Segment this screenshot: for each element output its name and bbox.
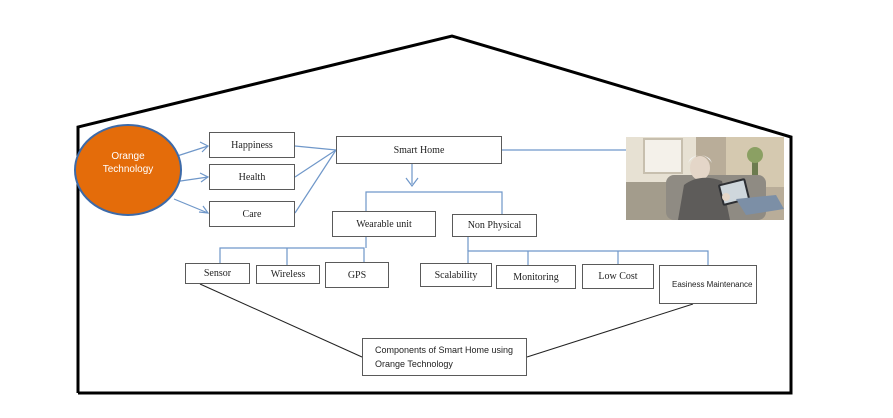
outcome-health: Health — [209, 164, 295, 190]
components-box: Components of Smart Home using Orange Te… — [362, 338, 527, 376]
smart-home-box: Smart Home — [336, 136, 502, 164]
easiness-maintenance-box: Easiness Maintenance — [659, 265, 757, 304]
branch-bracket — [365, 191, 503, 214]
elderly-tablet-photo — [626, 137, 784, 220]
gps-box: GPS — [325, 262, 389, 288]
low-cost-box: Low Cost — [582, 264, 654, 289]
outcome-connectors — [294, 145, 626, 214]
photo-illustration — [626, 137, 784, 220]
non-physical-box: Non Physical — [452, 214, 537, 237]
orange-technology-label: Orange Technology — [102, 151, 154, 175]
outcome-happiness: Happiness — [209, 132, 295, 158]
wireless-box: Wireless — [256, 265, 320, 284]
scalability-box: Scalability — [420, 263, 492, 287]
smart-home-down-arrow — [405, 164, 419, 187]
wearable-bracket — [219, 237, 367, 265]
outcome-care: Care — [209, 201, 295, 227]
wearable-unit-box: Wearable unit — [332, 211, 436, 237]
monitoring-box: Monitoring — [496, 265, 576, 289]
orange-technology-ellipse — [74, 124, 182, 216]
component-lines — [199, 283, 694, 358]
non-physical-bracket — [467, 237, 709, 265]
sensor-box: Sensor — [185, 263, 250, 284]
